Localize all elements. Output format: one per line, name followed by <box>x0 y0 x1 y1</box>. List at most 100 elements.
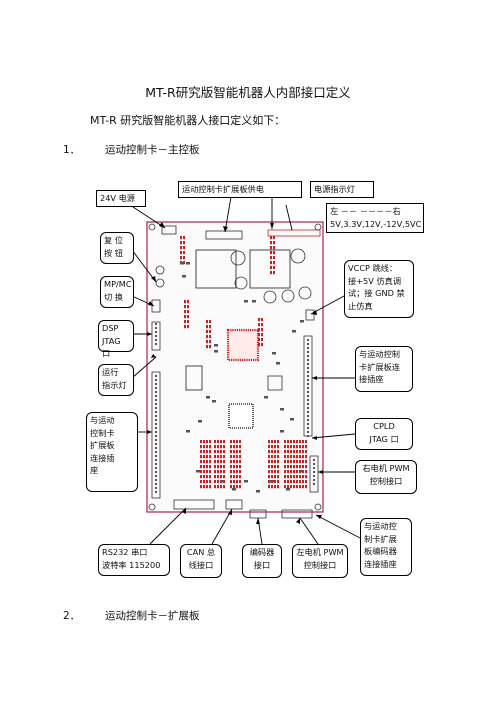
smd-part <box>305 460 307 464</box>
smd-part <box>277 450 279 454</box>
smd-part <box>203 445 205 449</box>
power-module-right <box>249 249 291 289</box>
pad <box>196 470 200 473</box>
smd-part <box>236 455 238 459</box>
smd-part <box>220 470 222 474</box>
pad <box>270 480 274 483</box>
smd-part <box>220 460 222 464</box>
header-pin <box>154 446 158 450</box>
cpld-chip <box>228 403 254 429</box>
conn-24v <box>161 225 177 235</box>
smd-part <box>206 450 208 454</box>
smd-part <box>206 470 208 474</box>
smd-part <box>277 445 279 449</box>
smd-part <box>274 455 276 459</box>
smd-part <box>206 480 208 484</box>
header-pin <box>306 426 310 430</box>
smd-part <box>299 460 301 464</box>
callout-right-pwm: 右电机 PWM 控制接口 <box>355 460 417 494</box>
header-pin <box>154 406 158 410</box>
smd-part <box>299 440 301 444</box>
smd-part <box>273 266 275 270</box>
smd-part <box>270 266 272 270</box>
callout-rs232: RS232 串口 波特率 115200 <box>98 544 170 576</box>
section-1-heading: 1．运动控制卡－主控板 <box>63 142 200 157</box>
smd-part <box>233 480 235 484</box>
smd-part <box>290 465 292 469</box>
smd-part <box>296 460 298 464</box>
header-pin <box>154 482 158 486</box>
smd-part <box>203 450 205 454</box>
header-pin <box>154 338 158 342</box>
header-pin <box>154 478 158 482</box>
smd-part <box>180 241 182 245</box>
callout-left-ext-socket: 与运动 控制卡 扩展板 连接插 座 <box>86 412 138 492</box>
smd-part <box>287 445 289 449</box>
smd-part <box>230 475 232 479</box>
smd-part <box>183 251 185 255</box>
capacitor-2 <box>290 248 306 264</box>
smd-part <box>293 450 295 454</box>
pad <box>256 490 260 493</box>
smd-part <box>230 445 232 449</box>
smd-part <box>230 440 232 444</box>
smd-part <box>271 470 273 474</box>
smd-part <box>206 445 208 449</box>
smd-part <box>268 455 270 459</box>
smd-part <box>293 470 295 474</box>
header-pin <box>154 454 158 458</box>
smd-part <box>214 445 216 449</box>
smd-part <box>296 470 298 474</box>
smd-part <box>203 440 205 444</box>
callout-led-order: 左 －－ －－－－右 5V,3.3V,12V,-12V,5VC <box>326 203 424 233</box>
callout-ext-board-power: 运动控制卡扩展板供电 <box>178 181 302 198</box>
smd-part <box>273 236 275 240</box>
header-pin <box>154 470 158 474</box>
callout-vccp-jumper: VCCP 跳线： 接+5V 仿真调 试；接 GND 禁 止仿真 <box>344 260 414 318</box>
header-pin <box>306 354 310 358</box>
smd-part <box>206 325 208 329</box>
smd-part <box>187 300 189 304</box>
header-pin <box>306 410 310 414</box>
smd-part <box>203 475 205 479</box>
smd-part <box>261 323 263 327</box>
header-pin <box>154 430 158 434</box>
smd-part <box>184 315 186 319</box>
smd-part <box>230 450 232 454</box>
header-pin <box>154 334 158 338</box>
header-pin <box>312 474 316 478</box>
smd-part <box>287 465 289 469</box>
header-pin <box>154 326 158 330</box>
smd-part <box>305 475 307 479</box>
callout-encoder: 编码器 接口 <box>242 544 282 578</box>
header-pin <box>306 342 310 346</box>
smd-part <box>236 485 238 489</box>
vccp-jumper <box>305 309 315 321</box>
header-pin <box>312 470 316 474</box>
smd-part <box>200 455 202 459</box>
section-2-label: 运动控制卡－扩展板 <box>105 610 200 622</box>
pad <box>212 400 216 403</box>
header-pin <box>306 366 310 370</box>
smd-part <box>239 450 241 454</box>
smd-components <box>180 236 307 489</box>
smd-part <box>203 470 205 474</box>
smd-part <box>209 470 211 474</box>
smd-part <box>299 480 301 484</box>
smd-part <box>305 450 307 454</box>
smd-part <box>236 450 238 454</box>
smd-part <box>187 315 189 319</box>
smd-part <box>206 335 208 339</box>
smd-part <box>217 470 219 474</box>
smd-part <box>230 460 232 464</box>
smd-part <box>302 480 304 484</box>
smd-part <box>209 475 211 479</box>
smd-part <box>258 318 260 322</box>
smd-part <box>287 480 289 484</box>
capacitor-6 <box>263 290 277 304</box>
smd-part <box>206 440 208 444</box>
smd-part <box>214 460 216 464</box>
smd-part <box>284 470 286 474</box>
smd-part <box>287 460 289 464</box>
